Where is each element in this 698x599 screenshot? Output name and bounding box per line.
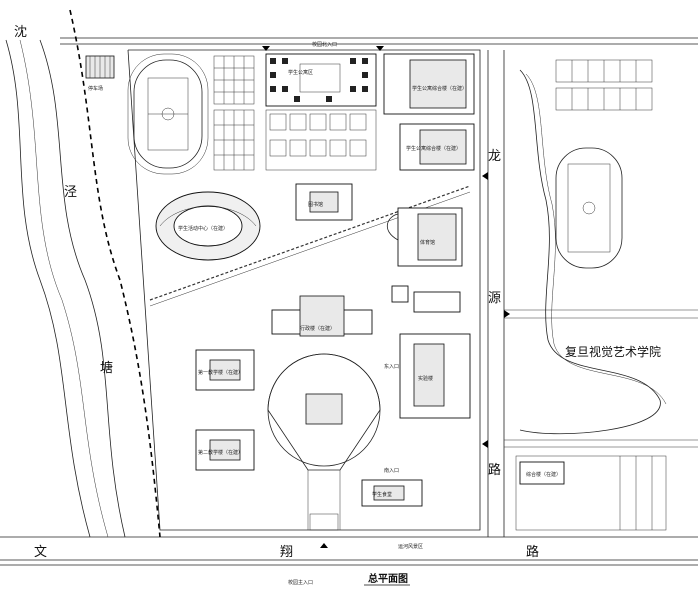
central-plaza	[267, 353, 381, 531]
canteen	[361, 479, 423, 507]
road-south-label-1: 文	[34, 545, 47, 560]
label-admin: 行政楼（在建）	[300, 325, 335, 332]
label-dorm-ne-b: 学生公寓综合楼（在建）	[406, 145, 461, 152]
road-west-label-2: 泾	[64, 185, 77, 200]
lab	[399, 333, 471, 419]
label-gate-s: 南入口	[384, 467, 399, 474]
map-title: 总平面图	[368, 572, 408, 585]
label-teach-2: 第二教学楼（在建）	[198, 449, 243, 456]
label-dorm-ne-a: 学生公寓综合楼（在建）	[412, 85, 467, 92]
library	[295, 183, 353, 221]
diagonal-path	[149, 185, 471, 301]
activity-center	[155, 191, 261, 261]
road-west-label-1: 沈	[14, 25, 27, 40]
label-activity: 学生活动中心（在建）	[178, 225, 228, 232]
parking-hatch	[89, 56, 111, 78]
road-east-label-1: 龙	[488, 149, 501, 164]
label-canteen: 学生食堂	[372, 491, 392, 498]
dorm-blocks	[265, 109, 377, 171]
entrance-arrows	[262, 46, 510, 548]
campus-boundary	[127, 49, 481, 531]
gym	[387, 207, 463, 267]
small-bldg-2	[413, 291, 461, 313]
label-north-gate: 校园北入口	[312, 41, 337, 48]
stadium	[127, 53, 209, 175]
label-teach-1: 第一教学楼（在建）	[198, 369, 243, 376]
road-east-label-2: 源	[488, 291, 501, 306]
river	[5, 9, 161, 538]
label-south-note: 运河风景区	[398, 543, 423, 550]
dorm-north	[265, 53, 377, 107]
map-subtitle: 校园主入口	[288, 579, 313, 586]
se-block	[515, 455, 667, 531]
district-label: 复旦视觉艺术学院	[565, 344, 661, 359]
teach-2	[195, 429, 255, 471]
road-south-label-2: 翔	[280, 545, 293, 560]
road-south-label-3: 路	[526, 544, 539, 560]
label-library: 图书馆	[308, 201, 323, 208]
small-bldg-1	[391, 285, 409, 303]
road-east-label-3: 路	[488, 462, 501, 478]
admin	[271, 295, 373, 337]
dorm-ne	[383, 53, 475, 171]
arts-school	[519, 59, 667, 435]
road-lines	[0, 37, 698, 566]
label-center: 综合楼（在建）	[526, 471, 561, 478]
teach-1	[195, 349, 255, 391]
label-gate-e: 东入口	[384, 363, 399, 370]
label-dorm: 学生公寓区	[288, 69, 313, 76]
label-gym: 体育馆	[420, 239, 435, 246]
courts	[213, 55, 255, 171]
label-parking: 停车场	[88, 85, 103, 92]
label-lab: 实验楼	[418, 375, 433, 382]
road-west-label-3: 塘	[100, 360, 113, 376]
